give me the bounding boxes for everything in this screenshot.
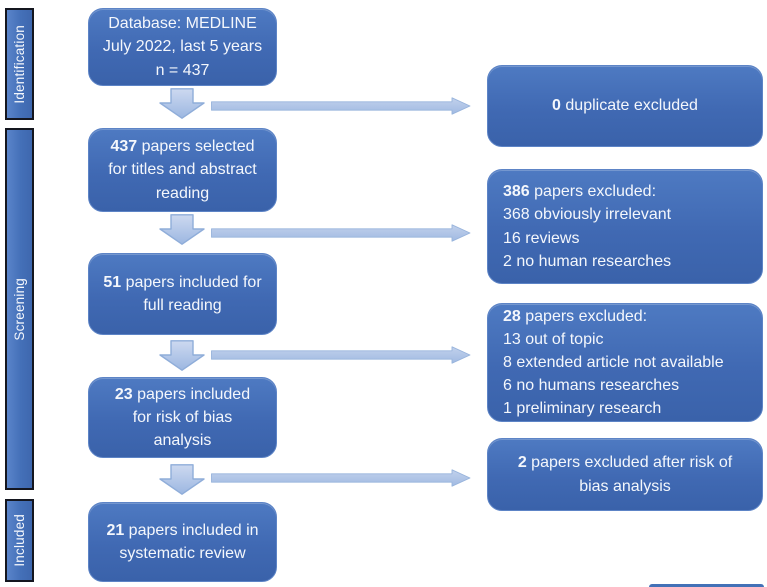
box-systematic-review: 21 papers included in systematic review xyxy=(88,502,277,582)
box-database-source: Database: MEDLINE July 2022, last 5 year… xyxy=(88,8,277,86)
stage-bar-screening: Screening xyxy=(5,128,34,490)
count-risk-of-bias: 23 xyxy=(114,385,133,403)
excluded-386-item: 368 obviously irrelevant xyxy=(503,206,672,224)
excluded-386-item: 16 reviews xyxy=(503,229,580,247)
excluded-28-head: 28 papers excluded: xyxy=(503,307,648,325)
stage-bar-included: Included xyxy=(5,499,34,582)
stage-label-included: Included xyxy=(12,514,27,567)
right-arrow-icon xyxy=(211,346,471,364)
label-full-reading: papers included for full reading xyxy=(121,273,262,314)
excluded-28-item: 6 no humans researches xyxy=(503,377,680,395)
right-arrow-icon xyxy=(211,469,471,487)
stage-label-identification: Identification xyxy=(12,24,27,104)
excluded-28-item: 8 extended article not available xyxy=(503,353,724,371)
down-arrow-icon xyxy=(159,340,205,371)
database-line-2: July 2022, last 5 years xyxy=(102,38,263,56)
down-arrow-icon xyxy=(159,88,205,119)
stage-bar-identification: Identification xyxy=(5,8,34,120)
label-excluded-bias: papers excluded after risk of bias analy… xyxy=(526,454,733,495)
down-arrow-icon xyxy=(159,214,205,245)
box-excluded-titles-abstract: 386 papers excluded: 368 obviously irrel… xyxy=(487,169,763,284)
label-risk-of-bias: papers included for risk of bias analysi… xyxy=(132,385,251,450)
count-duplicates: 0 xyxy=(552,97,561,115)
box-excluded-risk-of-bias: 2 papers excluded after risk of bias ana… xyxy=(487,438,763,511)
right-arrow-icon xyxy=(211,97,471,115)
excluded-28-item: 13 out of topic xyxy=(503,330,604,348)
excluded-386-item: 2 no human researches xyxy=(503,252,672,270)
clipped-box-edge xyxy=(649,584,764,587)
count-selected: 437 xyxy=(110,138,138,156)
box-duplicates-excluded: 0 duplicate excluded xyxy=(487,65,763,147)
box-full-reading: 51 papers included for full reading xyxy=(88,253,277,335)
box-risk-of-bias: 23 papers included for risk of bias anal… xyxy=(88,377,277,458)
database-line-3: n = 437 xyxy=(155,61,210,79)
stage-label-screening: Screening xyxy=(12,277,27,341)
count-full-reading: 51 xyxy=(103,273,122,291)
count-included-review: 21 xyxy=(106,521,125,539)
label-included-review: papers included in systematic review xyxy=(119,521,259,562)
down-arrow-icon xyxy=(159,464,205,495)
excluded-386-head: 386 papers excluded: xyxy=(503,183,657,201)
excluded-28-item: 1 preliminary research xyxy=(503,400,662,418)
label-duplicates: duplicate excluded xyxy=(560,97,698,115)
box-titles-abstract-reading: 437 papers selected for titles and abstr… xyxy=(88,128,277,212)
database-line-1: Database: MEDLINE xyxy=(108,15,257,33)
count-excluded-bias: 2 xyxy=(517,454,527,472)
box-excluded-full-reading: 28 papers excluded: 13 out of topic 8 ex… xyxy=(487,303,763,422)
label-selected: papers selected for titles and abstract … xyxy=(108,138,257,202)
right-arrow-icon xyxy=(211,224,471,242)
